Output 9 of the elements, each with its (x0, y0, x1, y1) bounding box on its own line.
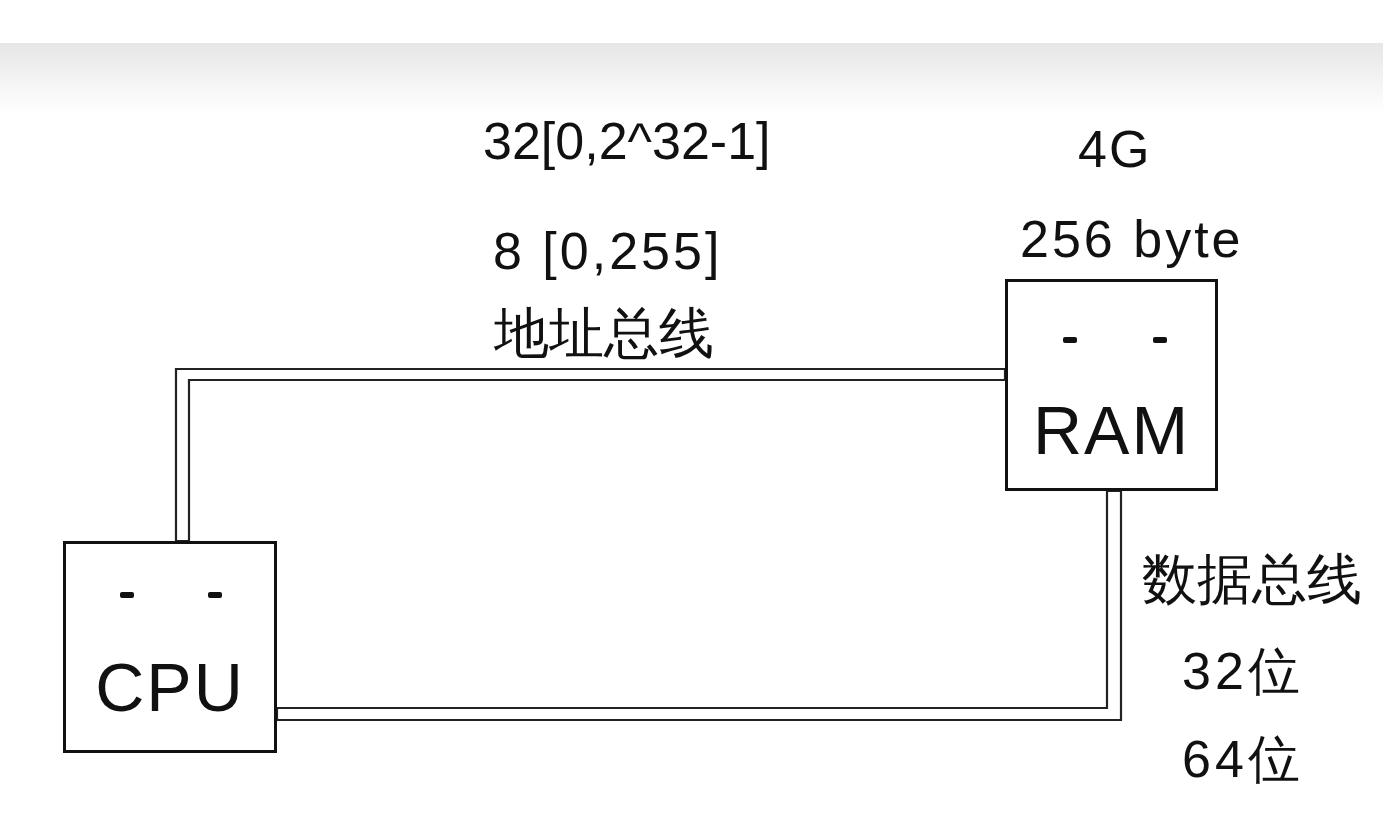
double-line-connector (174, 367, 1007, 543)
box-label: RAM (1032, 396, 1191, 464)
component-box (63, 541, 277, 753)
box-label: CPU (95, 653, 245, 721)
double-line-connector (275, 489, 1123, 722)
annotation-label: 4G (1078, 123, 1152, 175)
component-box (1005, 279, 1218, 491)
annotation-label: 32位 (1182, 645, 1304, 697)
annotation-label: 64位 (1182, 733, 1304, 785)
